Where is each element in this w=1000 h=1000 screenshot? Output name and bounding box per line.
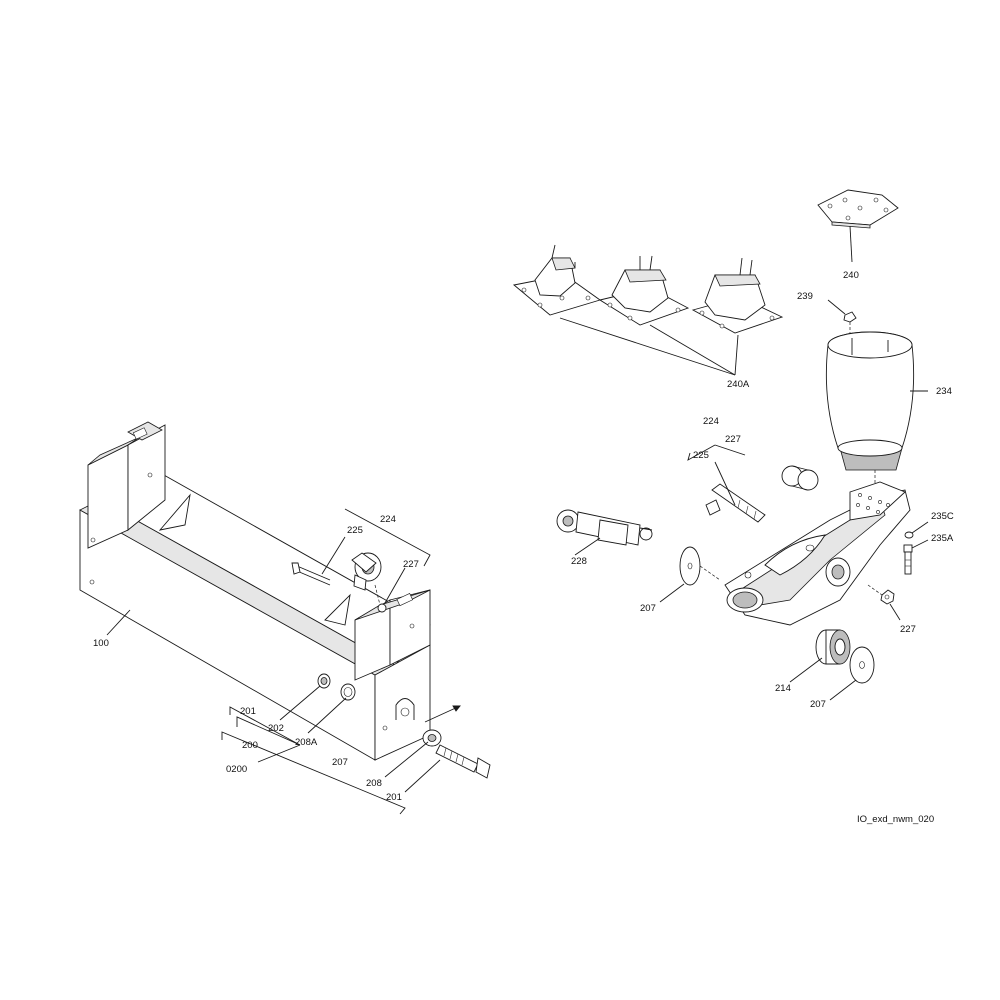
bracket-240A-2 — [598, 255, 690, 326]
frame-beam-100 — [79, 421, 431, 761]
label-208A: 208A — [295, 737, 318, 748]
nut-227-right — [867, 584, 895, 605]
bushing-upper — [781, 465, 819, 491]
drawing-reference: IO_exd_nwm_020 — [857, 814, 934, 825]
bushing-214 — [815, 629, 851, 665]
label-207-lower: 207 — [810, 699, 826, 710]
bolt-225-left — [291, 562, 331, 586]
label-240A: 240A — [727, 379, 750, 390]
part-number-labels: 100 201 200 0200 202 208A 207 208 201 22… — [93, 270, 954, 825]
bushing-left — [351, 552, 382, 591]
washer-235C — [904, 531, 914, 539]
bolt-201 — [435, 744, 491, 779]
label-235A: 235A — [931, 533, 954, 544]
label-227-left: 227 — [403, 559, 419, 570]
label-224-right: 224 — [703, 416, 719, 427]
label-200: 200 — [242, 740, 258, 751]
label-207-left: 207 — [332, 757, 348, 768]
nut-239 — [843, 311, 857, 350]
label-240: 240 — [843, 270, 859, 281]
label-225-right: 225 — [693, 450, 709, 461]
bracket-240A-1 — [512, 244, 602, 316]
direction-arrow — [424, 705, 461, 723]
label-201-top: 201 — [240, 706, 256, 717]
bolt-225-right — [705, 483, 766, 523]
washer-207-right — [679, 546, 721, 586]
air-spring-234 — [825, 331, 915, 490]
label-202: 202 — [268, 723, 284, 734]
label-234: 234 — [936, 386, 952, 397]
label-227-mid: 227 — [725, 434, 741, 445]
washer-208A — [340, 683, 356, 701]
label-207-right: 207 — [640, 603, 656, 614]
leader-lines — [106, 299, 929, 815]
label-225-left: 225 — [347, 525, 363, 536]
label-201-bottom: 201 — [386, 792, 402, 803]
bolt-235A — [903, 544, 913, 575]
label-208: 208 — [366, 778, 382, 789]
nut-227-left — [374, 584, 387, 613]
bushing-202 — [317, 673, 331, 689]
label-100: 100 — [93, 638, 109, 649]
label-239: 239 — [797, 291, 813, 302]
trailing-arm — [724, 481, 911, 626]
label-224-left: 224 — [380, 514, 396, 525]
label-0200: 0200 — [226, 764, 247, 775]
label-228: 228 — [571, 556, 587, 567]
label-235C: 235C — [931, 511, 954, 522]
bracket-240A-3 — [691, 257, 784, 334]
shock-absorber-228 — [556, 509, 653, 546]
plate-240 — [817, 189, 899, 263]
label-214: 214 — [775, 683, 791, 694]
label-227-right: 227 — [900, 624, 916, 635]
leader-lines-240A — [559, 317, 739, 376]
washer-207-lower — [849, 646, 875, 684]
